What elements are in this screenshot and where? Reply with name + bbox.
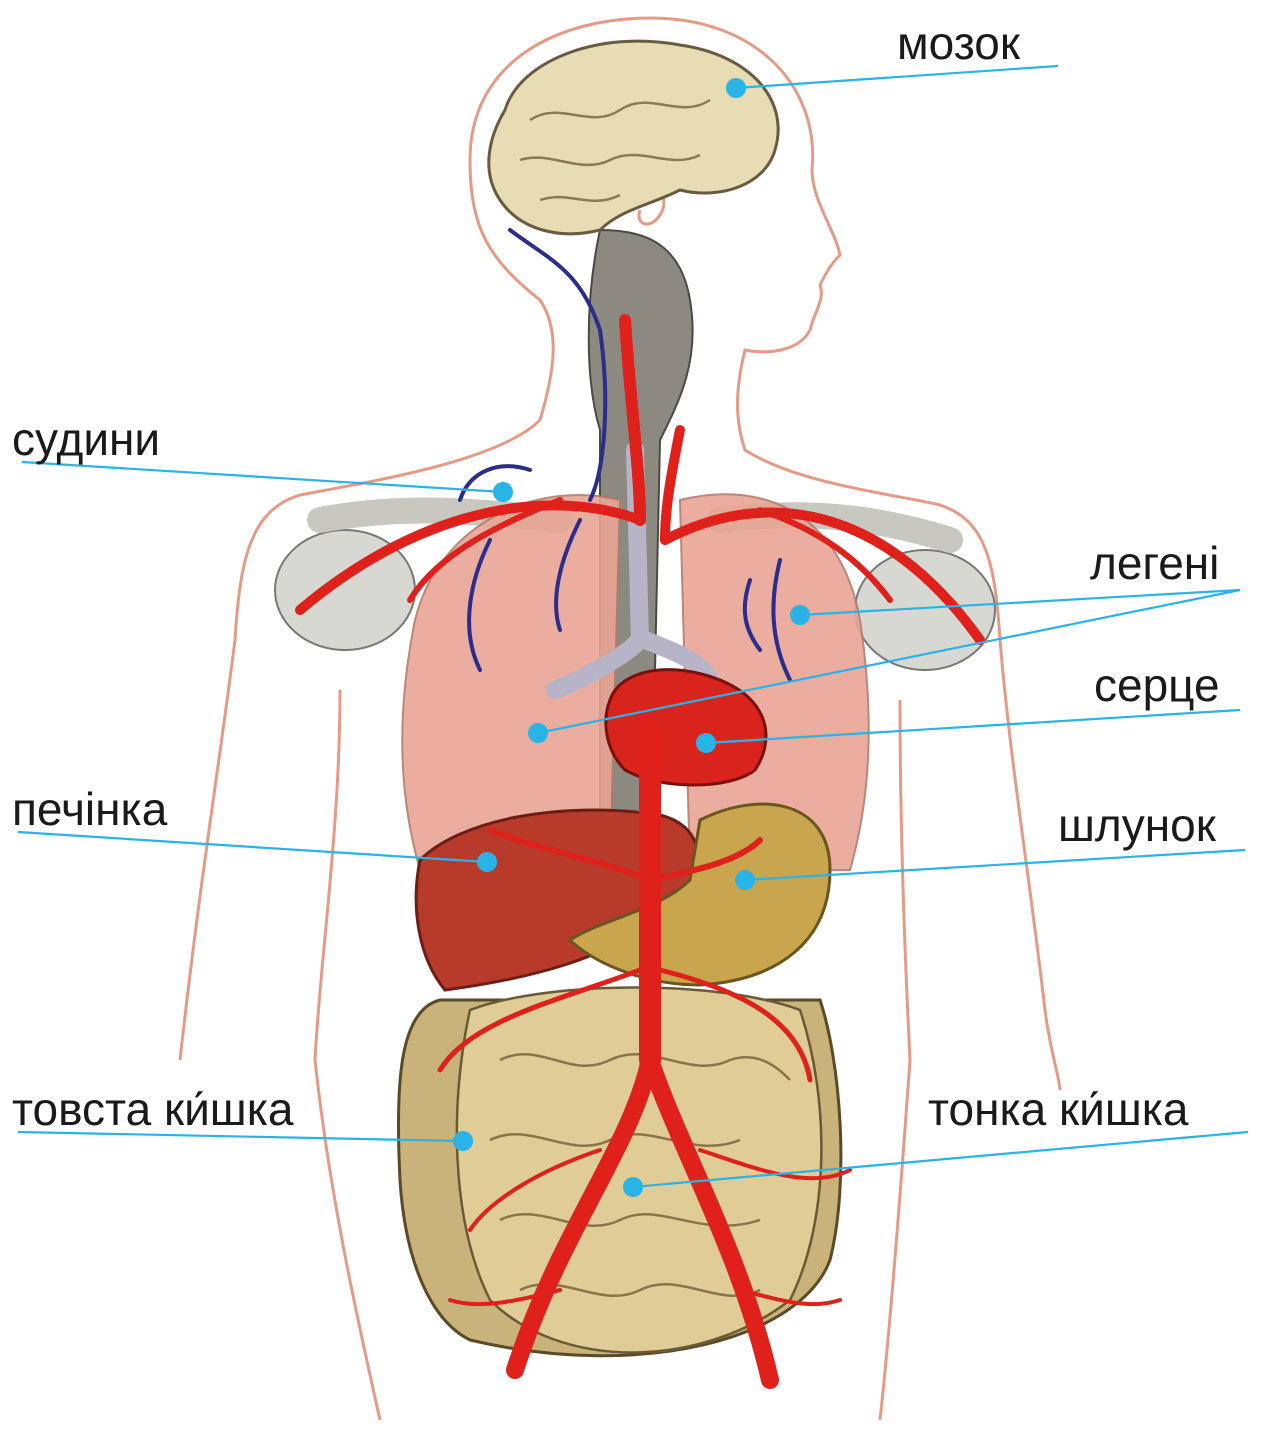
label-liver: печінка [12, 786, 167, 832]
dot-large-intestine [453, 1131, 473, 1151]
label-lungs: легені [1090, 540, 1219, 586]
dot-stomach [735, 870, 755, 890]
label-stomach: шлунок [1058, 802, 1216, 848]
dot-vessels [493, 482, 513, 502]
dot-heart [696, 733, 716, 753]
dot-lungs-left [528, 723, 548, 743]
brain [489, 41, 778, 234]
label-vessels: судини [12, 416, 160, 462]
label-heart: серце [1094, 662, 1220, 708]
leader-brain [736, 66, 1058, 88]
dot-lungs-right [790, 605, 810, 625]
label-large-intestine: товста ки́шка [12, 1086, 293, 1132]
dot-brain [726, 78, 746, 98]
dot-liver [477, 852, 497, 872]
label-brain: мозок [897, 20, 1020, 66]
label-small-intestine: тонка ки́шка [928, 1086, 1188, 1132]
dot-small-intestine [623, 1177, 643, 1197]
